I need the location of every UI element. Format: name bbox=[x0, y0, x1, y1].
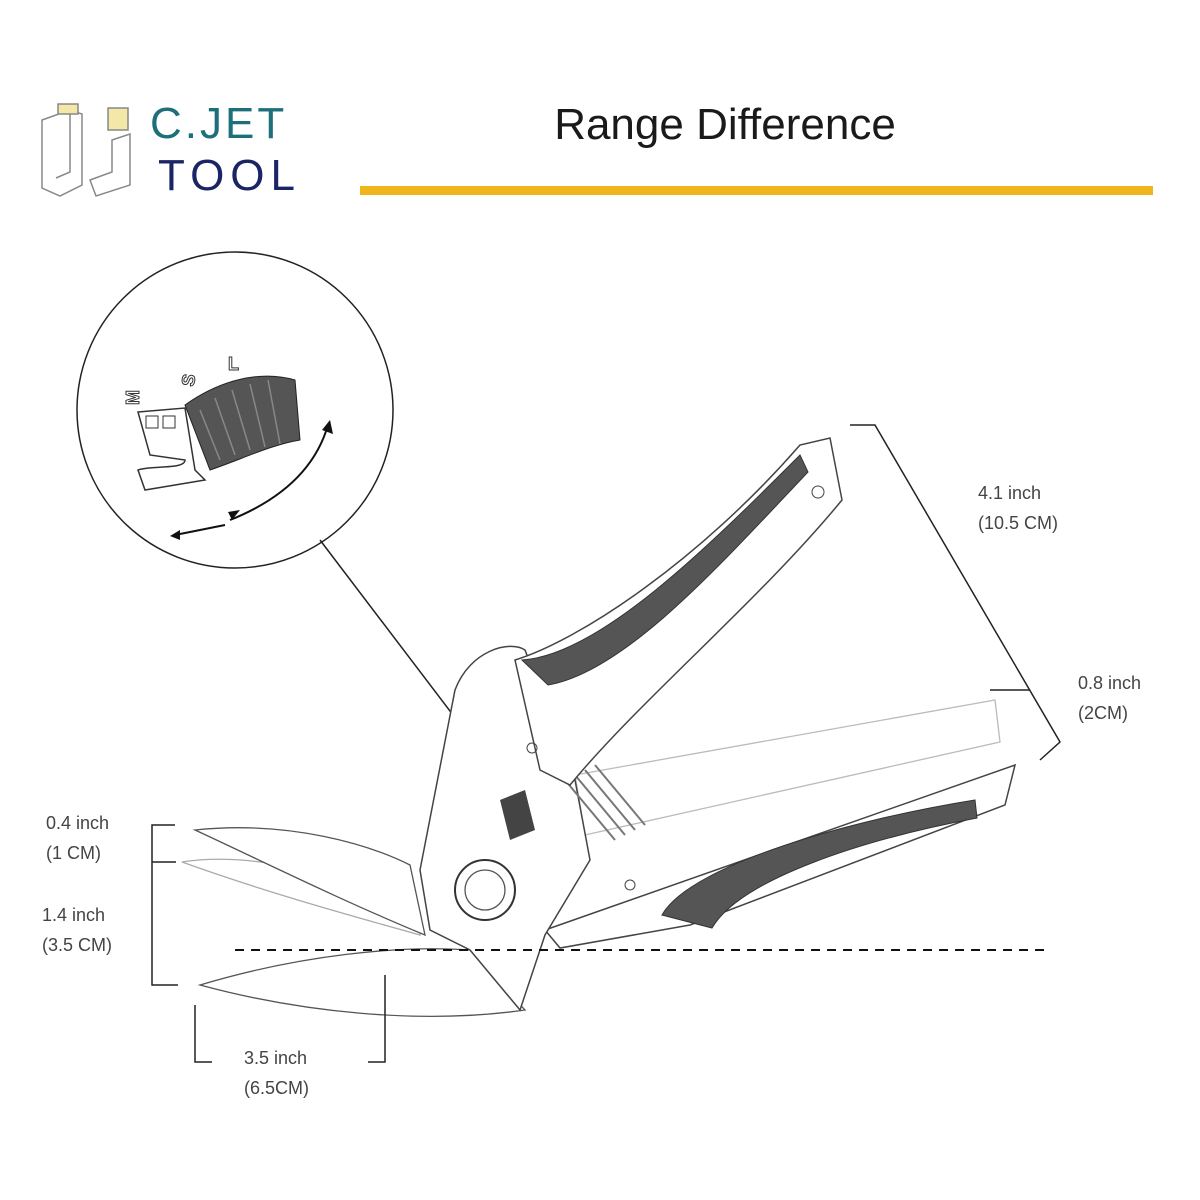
page-title: Range Difference bbox=[554, 100, 896, 149]
range-selector-inset bbox=[76, 251, 394, 569]
title-underline bbox=[360, 186, 1153, 195]
brand-line2: TOOL bbox=[158, 151, 302, 200]
range-marks: M S L bbox=[123, 354, 240, 406]
mark-l: L bbox=[228, 354, 239, 374]
dimension-lines bbox=[151, 424, 1061, 1063]
lower-handle bbox=[543, 763, 1017, 949]
brand-line1: C.JET bbox=[150, 99, 288, 148]
logo-mark bbox=[41, 103, 131, 197]
handle-dimension: 4.1 inch(10.5 CM) bbox=[978, 483, 1059, 533]
upper-handle bbox=[514, 437, 843, 786]
blade-dimension: 3.5 inch(6.5CM) bbox=[244, 1048, 310, 1098]
mark-s: S bbox=[178, 372, 200, 387]
grip-dimension: 0.8 inch(2CM) bbox=[1078, 673, 1142, 723]
small-opening-dimension: 0.4 inch(1 CM) bbox=[46, 813, 110, 863]
blades bbox=[181, 827, 527, 1017]
mark-m: M bbox=[123, 390, 143, 405]
large-opening-dimension: 1.4 inch(3.5 CM) bbox=[42, 905, 113, 955]
